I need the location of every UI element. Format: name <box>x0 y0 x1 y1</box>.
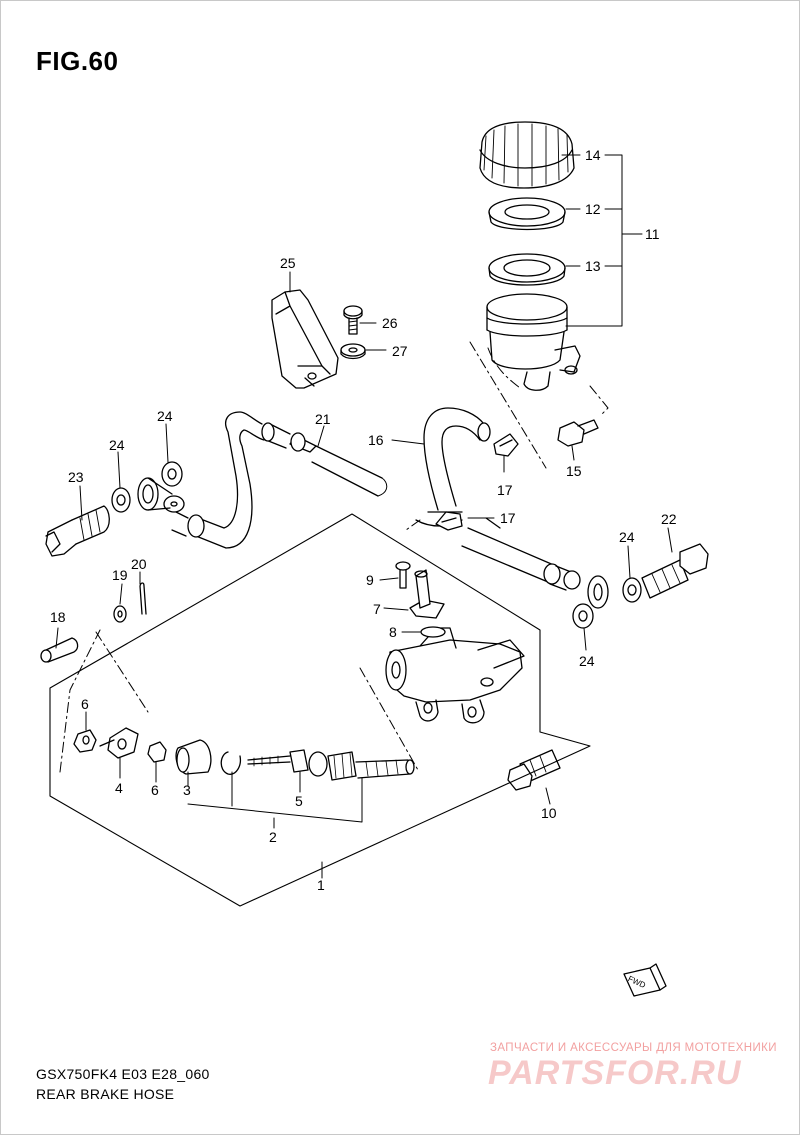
watermark-brand-logo: PARTSFOR.RU <box>488 1054 742 1092</box>
model-code-label: GSX750FK4 E03 E28_060 <box>36 1066 210 1082</box>
callout-19: 19 <box>112 567 128 583</box>
callout-3: 3 <box>183 782 191 798</box>
piston-set-part <box>327 751 415 781</box>
brake-hose-16-part <box>415 407 609 609</box>
phantom-lines <box>59 341 609 773</box>
callout-14: 14 <box>585 147 601 163</box>
screw-26-part <box>343 305 363 335</box>
callout-16: 16 <box>368 432 384 448</box>
master-cylinder-body-part <box>385 627 525 724</box>
callout-17-upper: 17 <box>497 482 513 498</box>
banjo-fitting-left-part <box>137 477 173 511</box>
callout-22: 22 <box>661 511 677 527</box>
o-ring-8-part <box>420 626 446 638</box>
reservoir-tube-part <box>485 517 501 529</box>
callout-1: 1 <box>317 877 325 893</box>
callout-13: 13 <box>585 258 601 274</box>
callout-25: 25 <box>280 255 296 271</box>
clip-17b-part <box>435 511 463 531</box>
reservoir-cap-part <box>479 121 575 189</box>
callout-17-lower: 17 <box>500 510 516 526</box>
nut-6b-part <box>147 741 167 763</box>
callout-6-left: 6 <box>81 696 89 712</box>
clip-17a-part <box>493 433 519 457</box>
figure-title: FIG.60 <box>36 46 119 76</box>
forward-direction-badge: FWD <box>623 963 667 997</box>
brake-hose-21-part <box>163 411 388 549</box>
assembly-name-label: REAR BRAKE HOSE <box>36 1086 175 1102</box>
diaphragm-plate-part <box>488 197 566 231</box>
callout-4: 4 <box>115 780 123 796</box>
screw-9-part <box>395 561 411 589</box>
callout-5: 5 <box>295 793 303 809</box>
washer-24c-part <box>622 577 642 603</box>
callout-9: 9 <box>366 572 374 588</box>
washer-27-part <box>340 343 366 360</box>
callout-10: 10 <box>541 805 557 821</box>
callout-27: 27 <box>392 343 408 359</box>
washer-19-part <box>113 605 127 623</box>
watermark-tagline: ЗАПЧАСТИ И АКСЕССУАРЫ ДЛЯ МОТОТЕХНИКИ <box>490 1042 777 1054</box>
diaphragm-part <box>488 253 566 286</box>
callout-6-right: 6 <box>151 782 159 798</box>
bolt-10-part <box>507 749 561 791</box>
pin-18-part <box>40 637 79 663</box>
callout-8: 8 <box>389 624 397 640</box>
leader-lines <box>55 154 673 879</box>
callout-21: 21 <box>315 411 331 427</box>
callout-15: 15 <box>566 463 582 479</box>
assembly-outline <box>49 513 591 907</box>
washer-24b-part <box>111 487 131 513</box>
hose-holder-bracket-part <box>271 289 339 389</box>
callout-7: 7 <box>373 601 381 617</box>
callout-18: 18 <box>50 609 66 625</box>
callout-23: 23 <box>68 469 84 485</box>
callout-24-right: 24 <box>619 529 635 545</box>
callout-24-left: 24 <box>109 437 125 453</box>
union-bolt-23-part <box>45 505 110 557</box>
push-rod-5-part <box>247 749 328 777</box>
washer-24a-part <box>161 461 183 487</box>
callout-12: 12 <box>585 201 601 217</box>
union-bolt-22-part <box>641 543 709 599</box>
bolt-15-part <box>557 419 599 447</box>
connector-7-part <box>409 569 445 619</box>
callout-26: 26 <box>382 315 398 331</box>
callout-24-lower-right: 24 <box>579 653 595 669</box>
callout-20: 20 <box>131 556 147 572</box>
boot-3-part <box>175 739 212 775</box>
nut-6a-part <box>73 729 97 753</box>
joint-4-part <box>99 727 139 759</box>
callout-24-upper-left: 24 <box>157 408 173 424</box>
circlip-part <box>220 751 242 775</box>
reservoir-body-part <box>486 293 581 391</box>
cotter-pin-20-part <box>139 582 147 615</box>
callout-2: 2 <box>269 829 277 845</box>
callout-11: 11 <box>645 226 660 242</box>
washer-24d-part <box>572 603 594 629</box>
